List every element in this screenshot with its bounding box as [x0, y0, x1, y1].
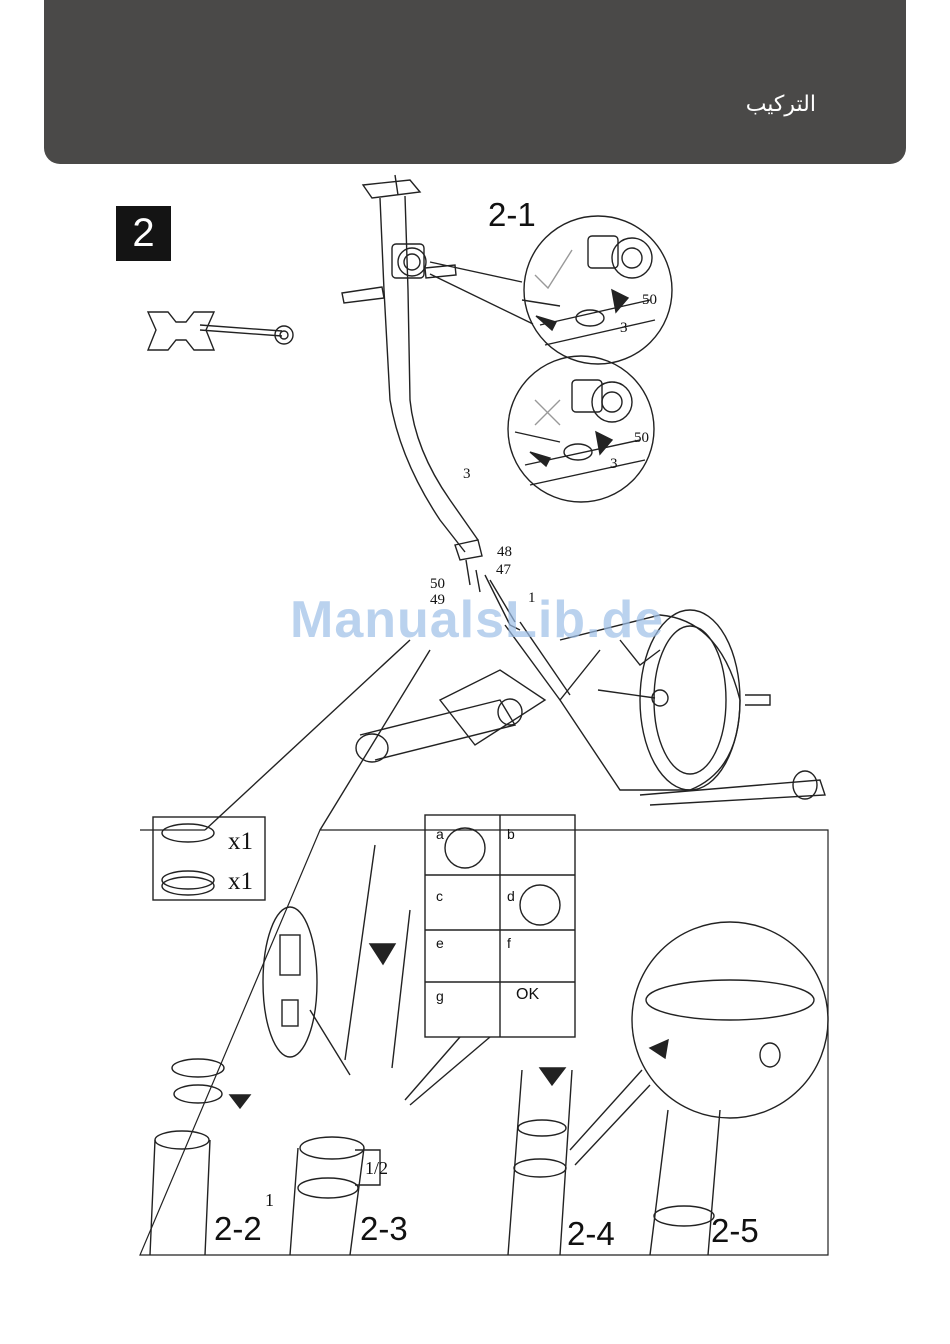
detail-wrong-circle: [508, 356, 654, 502]
part-label-47: 47: [496, 562, 511, 579]
part-label-3a: 3: [620, 320, 628, 337]
connector-detail-bubble: [263, 907, 317, 1057]
part-label-1b: 1: [265, 1190, 274, 1211]
step-label-2-2: 2-2: [214, 1210, 262, 1248]
ring-part-icon: [162, 824, 214, 842]
detail-label-b: b: [507, 826, 515, 842]
quantity-ring: x1: [228, 828, 253, 856]
part-label-half: 1/2: [365, 1158, 388, 1179]
step-label-2-3: 2-3: [360, 1210, 408, 1248]
part-label-3b: 3: [610, 456, 618, 473]
part-label-50a: 50: [642, 292, 657, 309]
detail-label-ok: OK: [516, 986, 539, 1004]
tube-2-3: [290, 845, 410, 1255]
allen-key-icon: [148, 312, 293, 350]
tube-2-5: [650, 1110, 720, 1255]
part-label-50b: 50: [634, 430, 649, 447]
handlebar-post: [342, 175, 482, 560]
detail-label-f: f: [507, 935, 511, 951]
detail-label-g: g: [436, 988, 444, 1004]
tube-2-4: [508, 1068, 572, 1255]
step-label-2-1: 2-1: [488, 196, 536, 234]
step-label-2-4: 2-4: [567, 1215, 615, 1253]
detail-label-a: a: [436, 826, 444, 842]
detail-label-c: c: [436, 888, 443, 904]
part-label-3: 3: [463, 466, 471, 483]
step-label-2-5: 2-5: [711, 1212, 759, 1250]
detail-correct-circle: [522, 216, 672, 364]
detail-label-e: e: [436, 935, 444, 951]
watermark-text: ManualsLib.de: [290, 590, 664, 650]
quantity-nut-ring: x1: [228, 868, 253, 896]
part-label-48: 48: [497, 544, 512, 561]
detail-label-d: d: [507, 888, 515, 904]
